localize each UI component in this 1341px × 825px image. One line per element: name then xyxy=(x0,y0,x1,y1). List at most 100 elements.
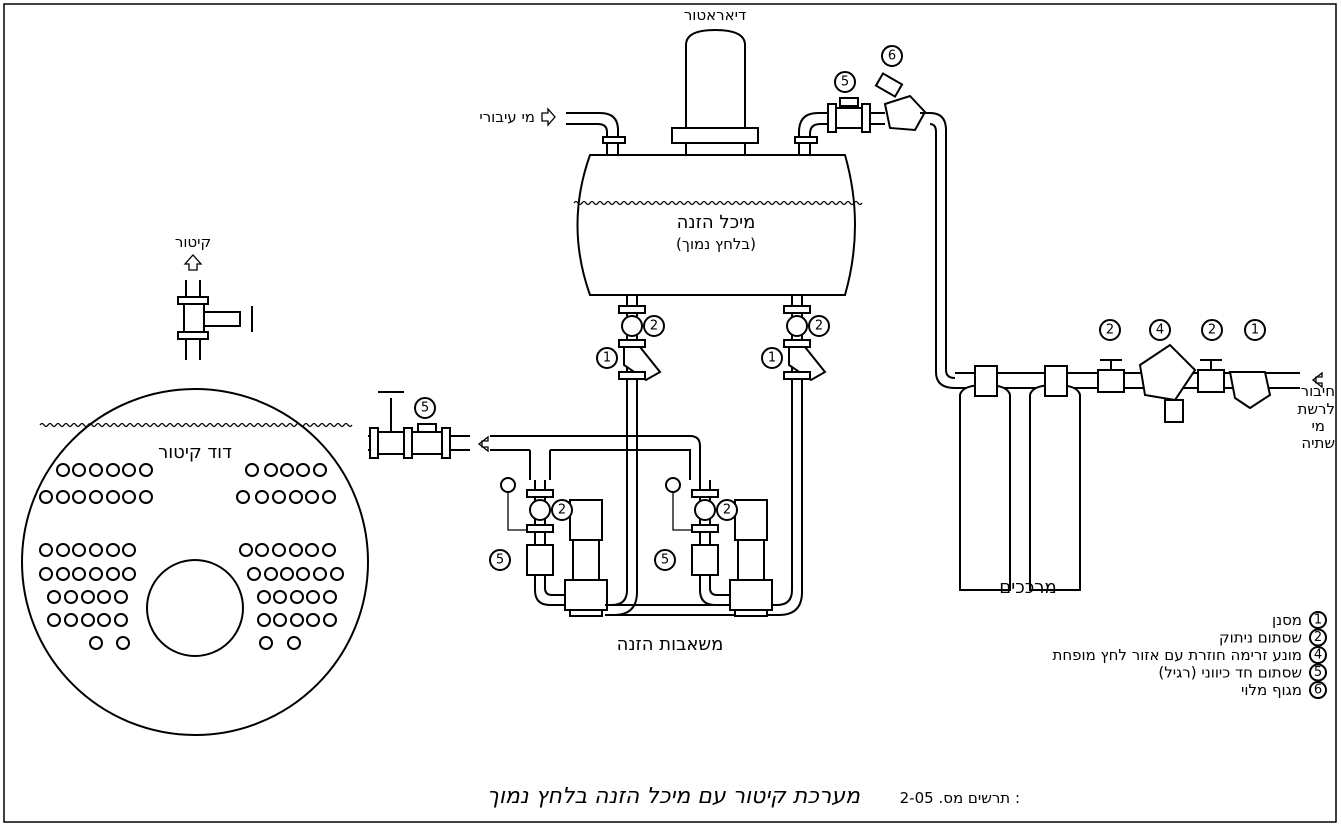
boiler-tube xyxy=(47,590,61,604)
callout-5: 5 xyxy=(661,553,669,568)
legend-number: 5 xyxy=(1314,665,1322,680)
boiler-tube xyxy=(56,543,70,557)
mains-label-3: מי xyxy=(1311,417,1325,435)
legend-item-text: שסתום ניתוק xyxy=(1219,629,1302,647)
callout-2: 2 xyxy=(723,503,731,518)
boiler-tube xyxy=(72,490,86,504)
boiler-tube xyxy=(72,543,86,557)
softeners: 2 4 2 1 חיבור לרשת מי שתיה מרככים xyxy=(955,319,1335,598)
boiler-tube xyxy=(64,590,78,604)
mains-label-4: שתיה xyxy=(1301,434,1335,452)
legend-item-text: מגוף מלוי xyxy=(1241,681,1302,699)
check-valve xyxy=(411,431,443,455)
boiler-tube xyxy=(272,543,286,557)
boiler-tube xyxy=(39,490,53,504)
backflow-preventer xyxy=(1138,343,1197,402)
callout-2: 2 xyxy=(650,319,658,334)
boiler-tube xyxy=(305,543,319,557)
isolation-valve xyxy=(1197,369,1225,393)
boiler-tube xyxy=(139,463,153,477)
legend-number-2 xyxy=(1309,628,1327,647)
boiler-tube xyxy=(264,463,278,477)
drawing-frame xyxy=(3,3,1337,823)
mains-label-2: לרשת xyxy=(1298,400,1335,418)
boiler-tube xyxy=(97,613,111,627)
legend-number: 4 xyxy=(1314,648,1322,663)
boiler-tube xyxy=(257,590,271,604)
softeners-label: מרככים xyxy=(999,577,1056,598)
pressure-gauge-icon xyxy=(500,477,516,493)
boiler-tube xyxy=(72,567,86,581)
boiler-tube xyxy=(305,490,319,504)
boiler-tube xyxy=(64,613,78,627)
boiler-tube xyxy=(97,590,111,604)
boiler-tube xyxy=(280,463,294,477)
boiler-tube xyxy=(72,463,86,477)
boiler-tube xyxy=(245,463,259,477)
boiler-tube xyxy=(259,636,273,650)
legend-number: 1 xyxy=(1314,613,1322,628)
callout-1: 1 xyxy=(1251,323,1259,338)
makeup-water-inlet: מי עיבורי xyxy=(479,107,626,155)
boiler-tube xyxy=(257,613,271,627)
boiler-tube xyxy=(89,543,103,557)
boiler-tube xyxy=(264,567,278,581)
boiler-tube xyxy=(47,613,61,627)
boiler-tube xyxy=(290,590,304,604)
boiler-tube xyxy=(116,636,130,650)
boiler-tube xyxy=(313,567,327,581)
feed-header: 5 xyxy=(368,391,701,480)
isolation-valve xyxy=(694,499,716,521)
boiler-tube xyxy=(255,543,269,557)
boiler-tube xyxy=(255,490,269,504)
pressure-gauge-icon xyxy=(665,477,681,493)
callout-2: 2 xyxy=(1106,323,1114,338)
boiler-tube xyxy=(330,567,344,581)
fill-line: 5 6 xyxy=(794,45,956,389)
boiler-tube xyxy=(122,490,136,504)
boiler-tube xyxy=(322,490,336,504)
legend-number-6 xyxy=(1309,681,1327,699)
boiler-tube xyxy=(114,613,128,627)
isolation-valve xyxy=(621,315,643,337)
callout-4: 4 xyxy=(1156,323,1164,338)
boiler-tube xyxy=(56,490,70,504)
boiler-tube xyxy=(81,613,95,627)
boiler-tube xyxy=(106,567,120,581)
feed-tank-sublabel: (בלחץ נמוך) xyxy=(676,235,756,253)
feed-pumps-label: משאבות הזנה xyxy=(617,634,724,655)
boiler-tube xyxy=(236,490,250,504)
feed-tank: מיכל הזנה (בלחץ נמוך) xyxy=(573,154,863,296)
steam-boiler: דוד קיטור xyxy=(21,388,369,736)
boiler-tube xyxy=(239,543,253,557)
feed-tank-label: מיכל הזנה xyxy=(677,212,756,233)
boiler-label: דוד קיטור xyxy=(158,442,232,463)
boiler-tube xyxy=(122,567,136,581)
boiler-tube xyxy=(290,613,304,627)
deaerator: דיאראטור xyxy=(671,6,759,155)
legend-number-1 xyxy=(1309,611,1327,629)
isolation-valve xyxy=(1097,369,1125,393)
legend-item-text: מסנן xyxy=(1272,611,1302,629)
callout-2: 2 xyxy=(815,319,823,334)
boiler-tube xyxy=(39,543,53,557)
boiler-tube xyxy=(296,567,310,581)
boiler-tube xyxy=(323,590,337,604)
boiler-tube xyxy=(81,590,95,604)
boiler-tube xyxy=(56,567,70,581)
boiler-tube xyxy=(106,463,120,477)
drawing-title: מערכת קיטור עם מיכל הזנה בלחץ נמוך xyxy=(487,784,861,809)
boiler-tube xyxy=(247,567,261,581)
makeup-water-label: מי עיבורי xyxy=(479,108,535,126)
callout-5: 5 xyxy=(841,75,849,90)
boiler-tube xyxy=(306,613,320,627)
legend-number: 2 xyxy=(1314,630,1322,645)
steam-outlet: קיטור xyxy=(175,233,253,360)
deaerator-label: דיאראטור xyxy=(684,6,746,24)
boiler-tube xyxy=(323,613,337,627)
arrow-right-icon xyxy=(541,107,556,127)
boiler-tube xyxy=(273,590,287,604)
